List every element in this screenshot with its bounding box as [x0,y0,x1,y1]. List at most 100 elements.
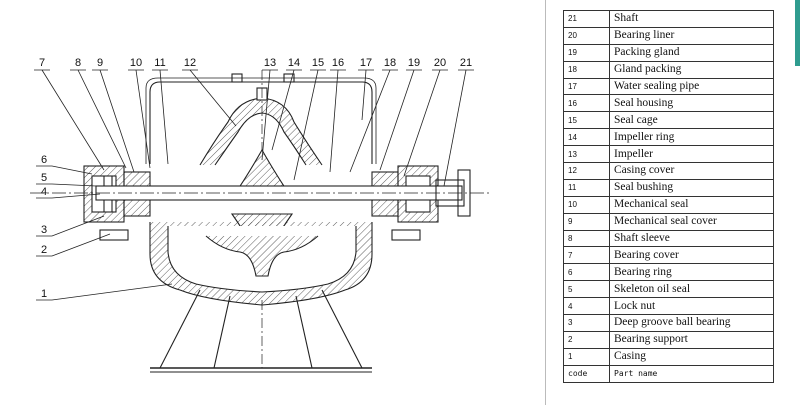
callout-leader-line [293,69,326,181]
callout-label: 7 [39,57,45,69]
part-name-cell: Seal housing [609,94,774,113]
callout-label: 5 [41,172,47,184]
callout-leader-line [182,69,237,127]
part-code-cell: 12 [563,162,610,180]
part-name-cell: Skeleton oil seal [609,280,774,299]
callout-label: 13 [264,57,276,69]
part-name-cell: Impeller ring [609,128,774,147]
part-code-cell: 3 [563,314,610,332]
part-code-cell: 20 [563,26,610,45]
callout-label: 12 [184,57,196,69]
callout-label: 9 [97,57,103,69]
callout-leader-line [349,69,398,173]
part-code-cell: 9 [563,212,610,231]
callout-label: 15 [312,57,324,69]
part-code-cell: 8 [563,229,610,248]
callout-leader-line [261,69,278,161]
callout-leader-line [271,69,302,151]
part-code-cell: 5 [563,280,610,299]
part-name-cell: Seal cage [609,111,774,130]
part-code-cell: 4 [563,297,610,316]
callout-label: 16 [332,57,344,69]
callout-label: 14 [288,57,300,69]
callout-leader-line [152,69,169,165]
callout-label: 11 [154,57,165,69]
part-name-cell: Bearing cover [609,246,774,265]
callout-label: 2 [41,244,47,256]
part-code-cell: 14 [563,128,610,147]
part-name-cell: Casing cover [609,162,774,180]
callout-label: 8 [75,57,81,69]
callout-leader-line [36,233,111,257]
header-part-name: Part name [609,364,774,383]
panel-divider [545,0,546,405]
callout-label: 1 [41,288,47,300]
part-code-cell: 10 [563,195,610,214]
water-sealing-pipe [149,81,373,164]
callout-leader-line [34,69,105,171]
part-code-cell: 6 [563,263,610,282]
part-code-cell: 19 [563,43,610,62]
callout-leader-line [128,69,151,169]
part-code-cell: 1 [563,347,610,366]
part-name-cell: Gland packing [609,60,774,79]
part-name-cell: Seal bushing [609,178,774,197]
callout-leader-line [36,165,93,175]
callout-leader-line [443,69,474,187]
callout-leader-line [92,69,135,173]
part-name-cell: Deep groove ball bearing [609,314,774,332]
part-code-cell: 21 [563,10,610,28]
part-code-cell: 18 [563,60,610,79]
part-code-cell: 15 [563,111,610,130]
part-code-cell: 11 [563,178,610,197]
part-name-cell: Shaft sleeve [609,229,774,248]
callout-label: 18 [384,57,396,69]
callout-leader-line [403,69,448,177]
callout-leader-line [36,193,101,199]
part-name-cell: Lock nut [609,297,774,316]
callout-label: 4 [41,186,47,198]
callout-leader-line [358,69,374,121]
accent-bar [795,0,800,66]
part-name-cell: Bearing support [609,330,774,349]
callout-leader-line [329,69,346,173]
part-name-cell: Mechanical seal cover [609,212,774,231]
callout-label: 3 [41,224,47,236]
part-code-cell: 2 [563,330,610,349]
callout-leader-line [36,283,173,301]
part-name-cell: Shaft [609,10,774,28]
header-code: code [563,364,610,383]
part-code-cell: 16 [563,94,610,113]
part-name-cell: Mechanical seal [609,195,774,214]
callout-label: 19 [408,57,420,69]
part-name-cell: Packing gland [609,43,774,62]
part-code-cell: 17 [563,77,610,96]
part-name-cell: Impeller [609,145,774,164]
callout-leader-line [36,215,105,237]
part-name-cell: Casing [609,347,774,366]
part-code-cell: 13 [563,145,610,164]
callout-label: 20 [434,57,446,69]
